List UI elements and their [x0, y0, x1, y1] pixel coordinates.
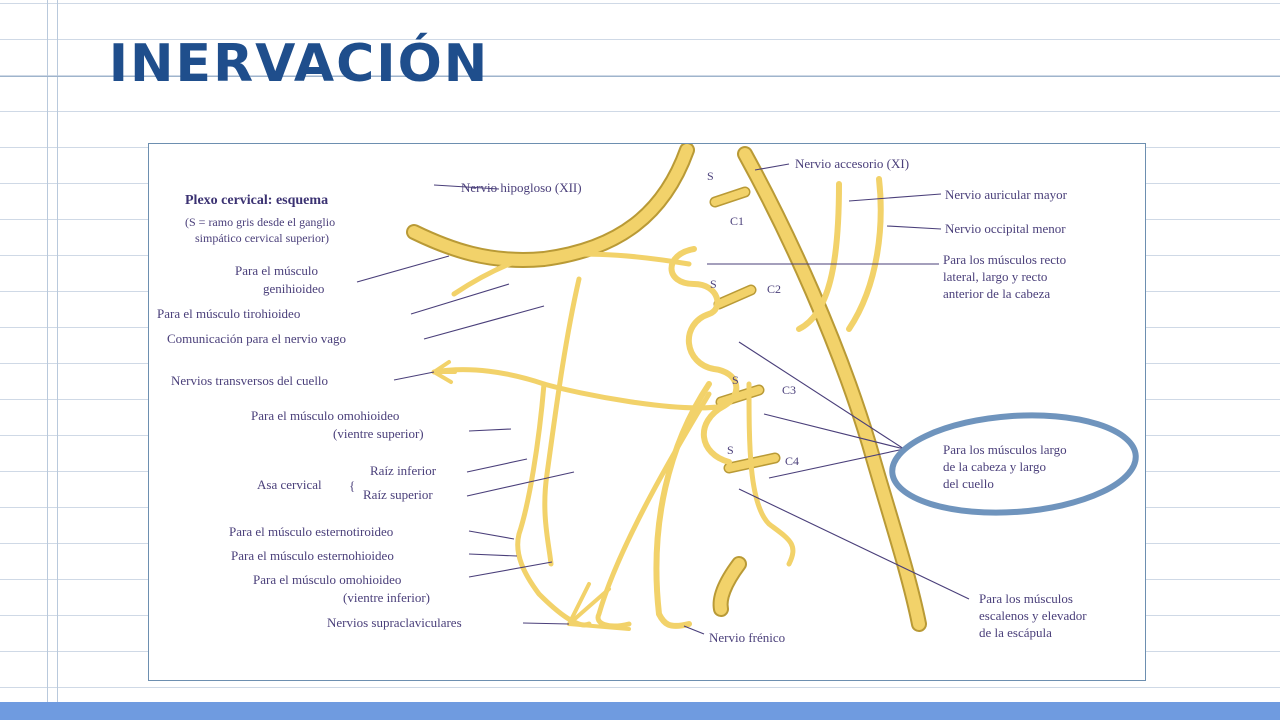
root-c4: C4 — [785, 454, 799, 468]
label-occipital: Nervio occipital menor — [945, 221, 1066, 236]
transverse-cervical-nerve-path — [431, 367, 727, 411]
label-genihioideo-1: Para el músculo — [235, 263, 318, 278]
label-esternotiroideo: Para el músculo esternotiroideo — [229, 524, 393, 539]
plexus-loops — [668, 246, 740, 465]
slide-title: INERVACIÓN — [108, 34, 490, 94]
cervical-plexus-figure: Plexo cervical: esquema (S = ramo gris d… — [148, 143, 1146, 681]
label-hipogloso: Nervio hipogloso (XII) — [461, 180, 582, 195]
label-supraclaviculares: Nervios supraclaviculares — [327, 615, 462, 630]
footer-bar — [0, 702, 1280, 720]
label-omohioideo-sup-1: Para el músculo omohioideo — [251, 408, 399, 423]
label-omohioideo-inf-2: (vientre inferior) — [343, 590, 430, 605]
label-esternohioideo: Para el músculo esternohioideo — [231, 548, 394, 563]
root-s-2: S — [710, 277, 717, 291]
root-c3: C3 — [782, 383, 796, 397]
diagram-heading: Plexo cervical: esquema — [185, 193, 328, 208]
label-largo-1: Para los músculos largo — [943, 442, 1067, 457]
margin-line-left — [47, 0, 48, 702]
label-recto-1: Para los músculos recto — [943, 252, 1066, 267]
margin-line-right — [57, 0, 58, 702]
label-largo-3: del cuello — [943, 476, 994, 491]
label-escalenos-2: escalenos y elevador — [979, 608, 1087, 623]
asa-brace: { — [349, 478, 355, 493]
label-accesorio: Nervio accesorio (XI) — [795, 156, 909, 171]
root-c2: C2 — [767, 282, 781, 296]
label-vago: Comunicación para el nervio vago — [167, 331, 346, 346]
label-raiz-superior: Raíz superior — [363, 487, 433, 502]
label-largo-2: de la cabeza y largo — [943, 459, 1046, 474]
accessory-nerve — [737, 146, 927, 632]
leader-lines — [356, 163, 970, 635]
label-omohioideo-sup-2: (vientre superior) — [333, 426, 424, 441]
title-rule — [0, 76, 1280, 77]
cervical-roots — [709, 186, 781, 474]
label-tirohioideo: Para el músculo tirohioideo — [157, 306, 300, 321]
root-s-4: S — [727, 443, 734, 457]
label-escalenos-1: Para los músculos — [979, 591, 1073, 606]
nerve-paths — [406, 144, 927, 632]
label-auricular: Nervio auricular mayor — [945, 187, 1068, 202]
supraclavicular-nerves-path — [567, 582, 631, 631]
label-raiz-inferior: Raíz inferior — [370, 463, 437, 478]
label-genihioideo-2: genihioideo — [263, 281, 324, 296]
diagram-subheading-1: (S = ramo gris desde el ganglio — [185, 215, 335, 229]
root-c1: C1 — [730, 214, 744, 228]
label-escalenos-3: de la escápula — [979, 625, 1052, 640]
ansa-cervicalis-path — [515, 381, 592, 628]
root-s-3: S — [732, 373, 739, 387]
great-auricular-path — [796, 181, 842, 332]
label-recto-3: anterior de la cabeza — [943, 286, 1050, 301]
label-frenico: Nervio frénico — [709, 630, 785, 645]
label-recto-2: lateral, largo y recto — [943, 269, 1047, 284]
label-asa-cervical: Asa cervical — [257, 477, 322, 492]
root-s-1: S — [707, 169, 714, 183]
label-transversos: Nervios transversos del cuello — [171, 373, 328, 388]
lesser-occipital-path — [846, 176, 884, 332]
phrenic-nerve-path — [653, 381, 712, 629]
label-omohioideo-inf-1: Para el músculo omohioideo — [253, 572, 401, 587]
highlight-circle — [889, 412, 1139, 516]
cervical-plexus-diagram: Plexo cervical: esquema (S = ramo gris d… — [157, 144, 1139, 645]
diagram-subheading-2: simpático cervical superior) — [195, 231, 329, 245]
